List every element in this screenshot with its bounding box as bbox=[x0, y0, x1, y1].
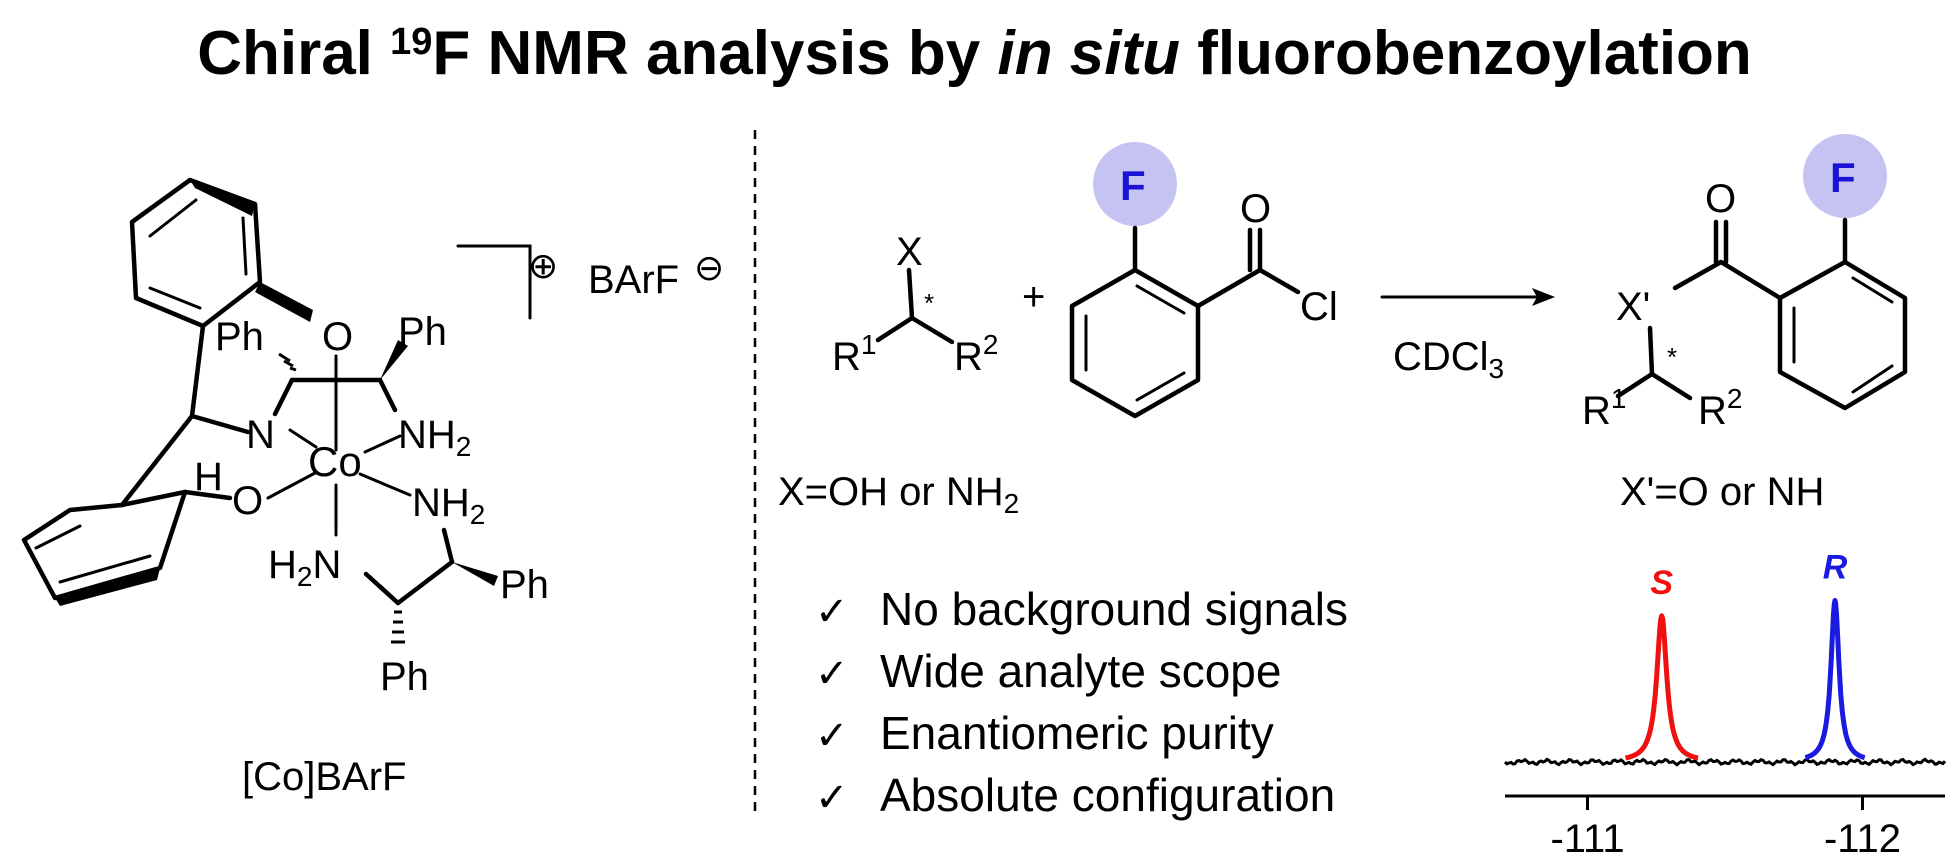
spectrum-baseline bbox=[1503, 757, 1947, 767]
catalyst-nh2-lower: NH2 bbox=[412, 481, 485, 530]
check-icon: ✓ bbox=[815, 713, 849, 759]
catalyst-caption: [Co]BArF bbox=[242, 755, 406, 799]
charge-bracket bbox=[456, 244, 532, 320]
feature-text: Absolute configuration bbox=[880, 769, 1335, 821]
feature-list: ✓ No background signals ✓ Wide analyte s… bbox=[815, 583, 1348, 821]
check-icon: ✓ bbox=[815, 775, 849, 821]
product-fluorine-highlight-circle bbox=[1803, 134, 1887, 218]
reaction-arrow bbox=[1380, 288, 1555, 306]
product-fluorine: F bbox=[1830, 154, 1856, 201]
check-icon: ✓ bbox=[815, 651, 849, 697]
product-structure: O F X' * R1 R2 bbox=[1582, 134, 1908, 433]
reagent-fluorine: F bbox=[1120, 162, 1146, 209]
substrate-stereocenter-star: * bbox=[924, 288, 934, 318]
product-x-prime: X' bbox=[1616, 285, 1650, 329]
reagent-chlorine: Cl bbox=[1300, 285, 1338, 329]
peak-label-r: R bbox=[1823, 549, 1848, 587]
substrate-r1: R1 bbox=[832, 329, 876, 379]
catalyst-cobalt: Co bbox=[308, 438, 362, 485]
catalyst-ph-bottom: Ph bbox=[380, 655, 429, 699]
feature-item: ✓ Absolute configuration bbox=[815, 769, 1335, 821]
fluorobenzoyl-chloride-structure: F O Cl bbox=[1069, 142, 1338, 419]
catalyst-nh2-right: NH2 bbox=[398, 413, 471, 462]
feature-text: Wide analyte scope bbox=[880, 645, 1281, 697]
counterion-label: BArF bbox=[588, 258, 679, 302]
catalyst-o-top: O bbox=[322, 315, 353, 359]
lower-aryl-ring bbox=[21, 489, 233, 606]
plus-sign: + bbox=[1022, 275, 1045, 319]
feature-item: ✓ Wide analyte scope bbox=[815, 645, 1281, 697]
feature-text: No background signals bbox=[880, 583, 1348, 635]
product-carbonyl-o: O bbox=[1705, 177, 1736, 221]
nmr-spectrum-chart: S R -111 -112 bbox=[1503, 549, 1947, 861]
product-stereocenter-star: * bbox=[1667, 342, 1677, 372]
substrate-structure: X * R1 R2 bbox=[832, 230, 998, 379]
x-axis-tick-label: -112 bbox=[1824, 817, 1901, 861]
reagent-carbonyl-o: O bbox=[1240, 187, 1271, 231]
feature-text: Enantiomeric purity bbox=[880, 707, 1274, 759]
solvent-label: CDCl3 bbox=[1393, 335, 1504, 384]
catalyst-n-left: N bbox=[246, 413, 275, 457]
substrate-r2: R2 bbox=[954, 329, 998, 379]
feature-item: ✓ No background signals bbox=[815, 583, 1348, 635]
product-r2: R2 bbox=[1698, 383, 1742, 433]
catalyst-h2n: H2N bbox=[268, 543, 341, 592]
fluorine-highlight-circle bbox=[1093, 142, 1177, 226]
cobalt-catalyst-structure: Ph O Ph N NH2 H Co O NH2 H2N Ph Ph ⊕ BAr… bbox=[21, 177, 724, 799]
check-icon: ✓ bbox=[815, 589, 849, 635]
upper-aryl-ring bbox=[129, 177, 313, 329]
page-title: Chiral 19F NMR analysis by in situ fluor… bbox=[197, 19, 1752, 88]
catalyst-ph-right: Ph bbox=[500, 563, 549, 607]
product-r1: R1 bbox=[1582, 383, 1626, 433]
plus-charge-icon: ⊕ bbox=[528, 246, 558, 287]
feature-item: ✓ Enantiomeric purity bbox=[815, 707, 1274, 759]
minus-charge-icon: ⊖ bbox=[694, 248, 724, 289]
peak-s bbox=[1623, 613, 1700, 761]
peak-label-s: S bbox=[1650, 564, 1673, 602]
substrate-caption: X=OH or NH2 bbox=[778, 470, 1019, 519]
peak-r bbox=[1803, 598, 1867, 761]
catalyst-h-left: H bbox=[194, 455, 223, 499]
catalyst-ph-top-right: Ph bbox=[398, 310, 447, 354]
substrate-x: X bbox=[896, 230, 923, 274]
x-axis-tick-label: -111 bbox=[1550, 817, 1624, 861]
catalyst-o-bottom: O bbox=[232, 479, 263, 523]
product-caption: X'=O or NH bbox=[1620, 470, 1824, 514]
catalyst-ph-top-left: Ph bbox=[215, 315, 264, 359]
